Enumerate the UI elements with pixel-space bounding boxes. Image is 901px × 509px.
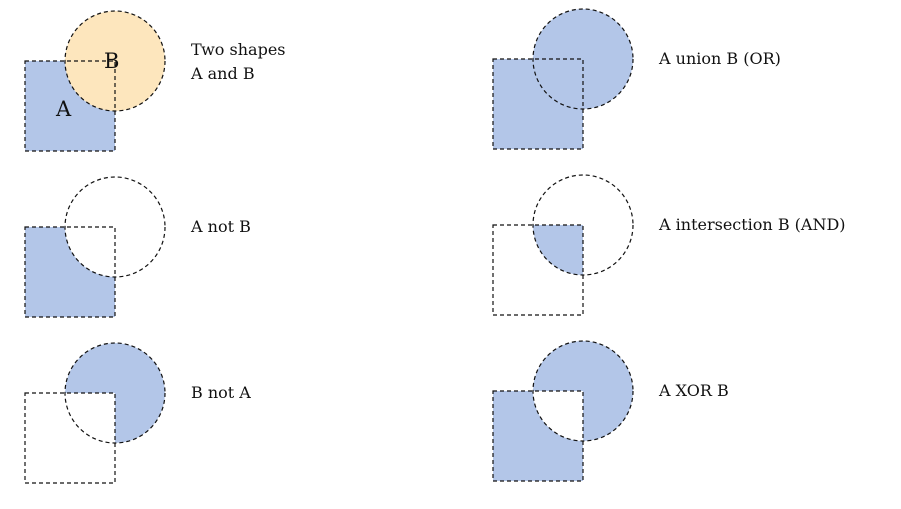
circle-b-outline	[64, 176, 166, 278]
panel-xor: A XOR B	[492, 340, 729, 482]
intersection-fill	[533, 225, 583, 275]
panel-a-not-b: A not B	[24, 176, 251, 318]
xor-fill	[493, 341, 633, 481]
shape-b-circle	[65, 11, 165, 111]
square-a-outline	[24, 226, 116, 318]
label-b: B	[104, 49, 119, 73]
panel-b-not-a: B not A	[24, 342, 251, 484]
square-a-outline	[492, 224, 584, 316]
caption: Two shapes	[191, 40, 286, 59]
difference-fill	[25, 227, 115, 317]
panel-intersection: A intersection B (AND)	[492, 174, 846, 316]
label-a: A	[55, 97, 72, 121]
square-a-outline	[24, 392, 116, 484]
difference-fill	[65, 343, 165, 443]
circle-b-outline	[532, 174, 634, 276]
union-fill	[533, 9, 633, 109]
square-a-outline	[492, 58, 584, 150]
square-a-outline	[24, 60, 116, 152]
caption: B not A	[191, 383, 251, 402]
circle-b-outline	[64, 342, 166, 444]
square-a-outline	[492, 390, 584, 482]
caption: A and B	[190, 64, 255, 83]
panel-two-shapes: A B Two shapes A and B	[24, 10, 286, 152]
panel-union: A union B (OR)	[492, 8, 781, 150]
circle-b-outline	[64, 10, 166, 112]
caption: A XOR B	[658, 381, 729, 400]
caption: A intersection B (AND)	[658, 215, 846, 234]
caption: A union B (OR)	[658, 49, 781, 68]
circle-b-outline	[532, 8, 634, 110]
caption: A not B	[190, 217, 251, 236]
circle-b-outline	[532, 340, 634, 442]
